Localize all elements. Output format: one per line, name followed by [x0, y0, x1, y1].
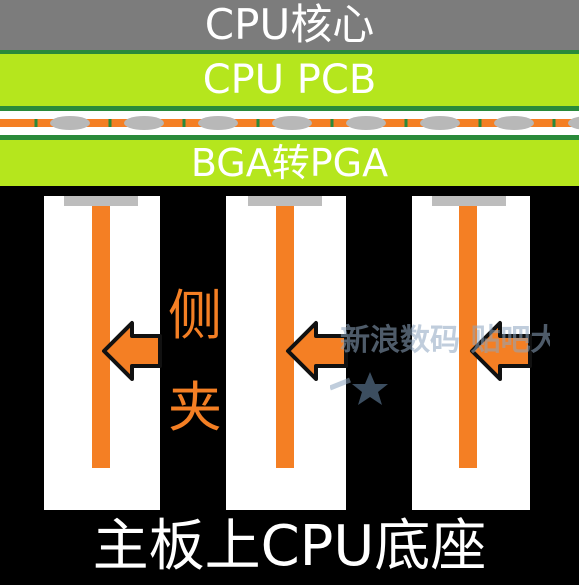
cpu-socket-label: 主板上CPU底座 [92, 514, 487, 579]
solder-ball [198, 116, 238, 130]
solder-ball [272, 116, 312, 130]
clamp-arrow-3 [470, 321, 532, 381]
solder-balls [0, 116, 579, 130]
solder-ball [568, 116, 579, 130]
contact-pad-1 [64, 196, 138, 206]
cpu-core-layer: CPU核心 [0, 0, 579, 50]
star-icon [352, 372, 388, 405]
bga-to-pga-label: BGA转PGA [190, 141, 389, 185]
solder-ball-layer [0, 111, 579, 135]
watermark-logo: 新浪数码 贴吧大神 crazy [330, 323, 550, 405]
cpu-pin-2 [276, 206, 294, 468]
solder-ball [420, 116, 460, 130]
cpu-pin-3 [459, 206, 477, 468]
contact-pad-2 [248, 196, 322, 206]
solder-ball [494, 116, 534, 130]
socket-diagram [44, 196, 532, 510]
bga-to-pga-layer: BGA转PGA [0, 140, 579, 186]
solder-ball [50, 116, 90, 130]
contact-pad-3 [432, 196, 506, 206]
solder-ball [124, 116, 164, 130]
cpu-pin-1 [92, 206, 110, 468]
core-separator-line [0, 50, 579, 54]
solder-ball [346, 116, 386, 130]
cpu-pcb-layer: CPU PCB [0, 54, 579, 106]
cpu-core-label: CPU核心 [204, 0, 375, 49]
side-clamp-char-2: 夹 [168, 376, 222, 439]
watermark-text: 新浪数码 贴吧大神 crazy [340, 323, 550, 358]
clamp-arrow-1 [102, 321, 162, 381]
clamp-arrow-2 [286, 321, 348, 381]
side-clamp-char-1: 侧 [168, 284, 222, 347]
watermark-stroke [330, 377, 351, 391]
bga-separator-line [0, 135, 579, 140]
pcb-separator-line [0, 106, 579, 111]
cpu-pcb-label: CPU PCB [202, 57, 377, 103]
